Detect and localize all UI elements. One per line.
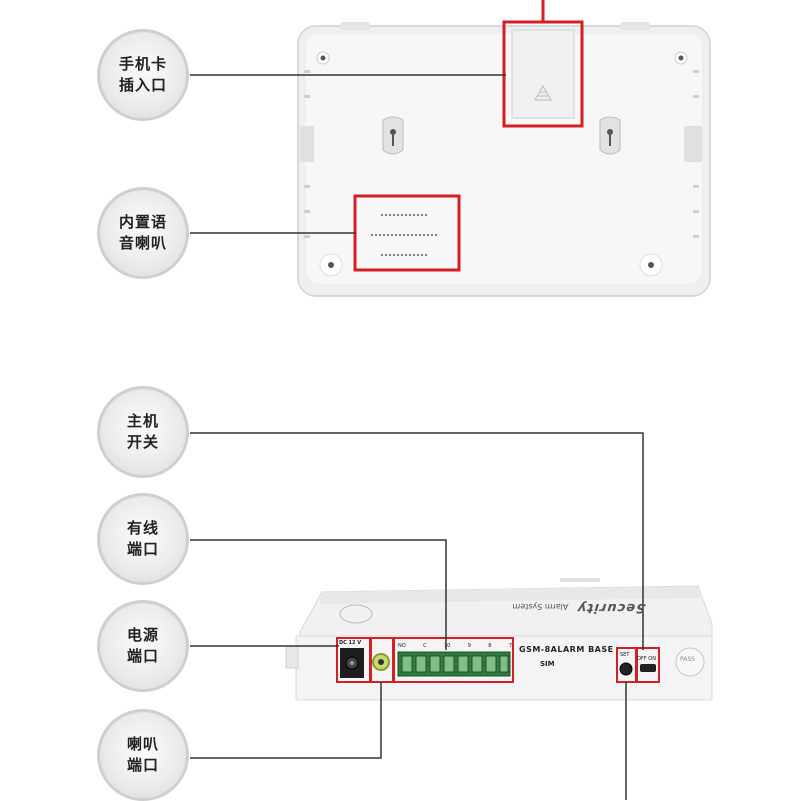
callout-label: 音喇叭 [118,234,167,252]
speaker-hole [396,253,400,257]
sim-label: SIM [540,660,555,668]
callout-wired-port: 有线 端口 [97,493,189,585]
callout-sim-slot: 手机卡 插入口 [97,29,189,121]
speaker-hole [392,213,396,217]
callout-label: 端口 [126,756,159,774]
callout-label: 端口 [126,540,159,558]
pass-label: PASS [680,656,695,663]
speaker-hole [370,233,374,237]
callout-label: 内置语 [118,213,167,231]
speaker-hole [426,233,430,237]
speaker-hole [420,253,424,257]
speaker-hole [420,213,424,217]
brand-logo: Security Alarm System [493,600,664,615]
speaker-hole [416,213,420,217]
callout-speaker: 内置语 音喇叭 [97,187,189,279]
callout-label: 电源 [126,626,159,644]
callout-speaker-port: 喇叭 端口 [97,709,189,801]
speaker-hole [402,233,406,237]
speaker-hole [430,233,434,237]
sim-card-cover [511,29,575,119]
switch-highlight-box [636,647,660,683]
brand-text: Security [576,600,647,615]
speaker-hole [384,213,388,217]
callout-label: 开关 [126,433,159,451]
terminal-label: 10 [443,643,451,649]
speaker-hole [394,233,398,237]
device-back-panel [297,22,711,297]
model-label: GSM-8ALARM BASE [519,645,614,654]
speaker-hole [388,253,392,257]
speaker-hole [416,253,420,257]
speaker-hole [382,233,386,237]
callout-label: 手机卡 [118,55,167,73]
set-label: SET [620,652,630,658]
speaker-hole [378,233,382,237]
terminal-label: C [423,643,427,649]
callout-label: 主机 [126,412,159,430]
speaker-hole [388,213,392,217]
speaker-hole [392,253,396,257]
speaker-hole [424,213,428,217]
callout-label: 端口 [126,647,159,665]
speaker-hole [380,213,384,217]
terminal-label: 7 [508,643,512,649]
speaker-hole [410,233,414,237]
terminal-labels: NO C 10 9 8 7 [398,643,512,649]
wall-mount-keyhole-icon [382,116,621,155]
leader-lines [190,74,644,800]
speaker-hole [390,233,394,237]
speaker-hole [404,213,408,217]
screw-icon [316,51,688,277]
speaker-hole [400,213,404,217]
speaker-hole [408,253,412,257]
speaker-hole [380,253,384,257]
callout-label: 有线 [126,519,159,537]
speaker-hole [400,253,404,257]
speaker-grille [370,213,438,257]
set-button-icon [619,662,633,676]
power-switch-icon [640,664,656,672]
off-on-label: OFF ON [637,656,656,662]
pass-sticker [675,647,705,677]
speaker-hole [386,233,390,237]
speaker-hole [418,233,422,237]
callout-label: 喇叭 [126,735,159,753]
terminal-label: 9 [467,643,471,649]
speaker-hole [412,213,416,217]
callout-label: 插入口 [118,76,167,94]
speaker-hole [422,233,426,237]
speaker-hole [424,253,428,257]
dc-label: DC 12 V [339,640,362,646]
terminal-highlight-box [393,637,514,683]
device-port-panel [285,578,713,701]
terminal-label: NO [398,643,406,649]
callout-power-switch: 主机 开关 [97,386,189,478]
speaker-hole [404,253,408,257]
speaker-hole [406,233,410,237]
speaker-hole [384,253,388,257]
subtitle-text: Alarm System [512,602,569,611]
speaker-hole [408,213,412,217]
callout-power-port: 电源 端口 [97,600,189,692]
speaker-hole [374,233,378,237]
speaker-hole [396,213,400,217]
speaker-hole [398,233,402,237]
speaker-hole [412,253,416,257]
speaker-hole [434,233,438,237]
speaker-hole [414,233,418,237]
terminal-label: 8 [488,643,492,649]
